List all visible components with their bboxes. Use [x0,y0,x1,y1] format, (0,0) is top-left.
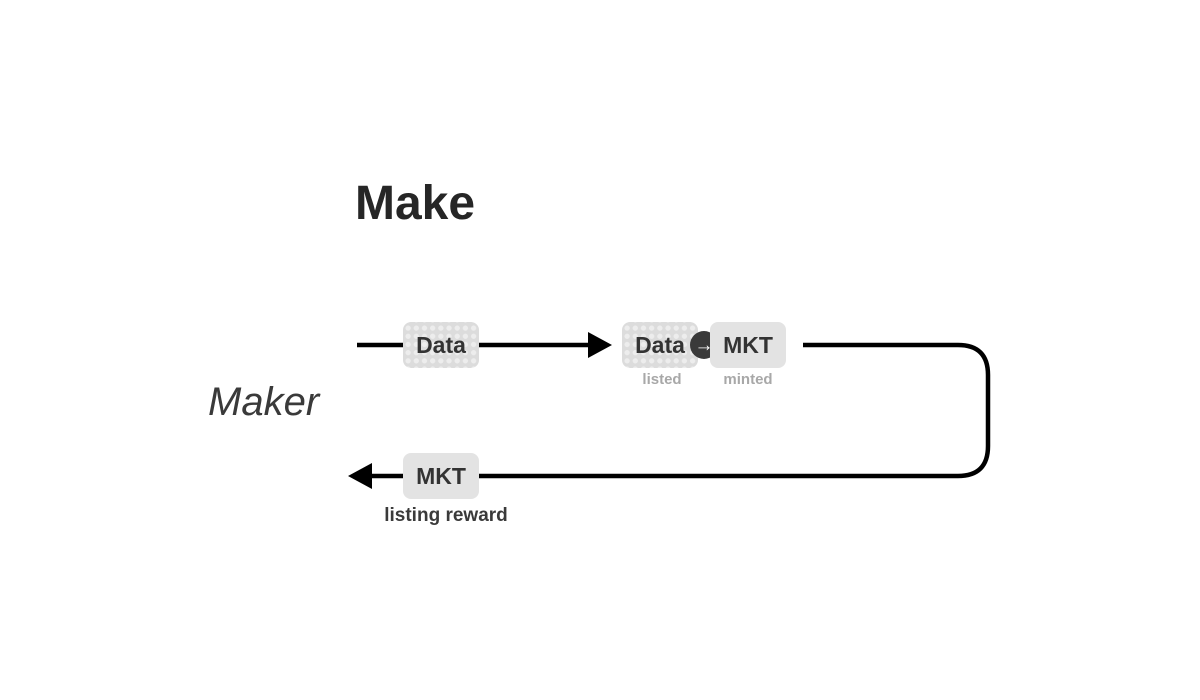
caption-listed: listed [642,371,682,388]
data-token-input: Data [403,322,479,368]
arrowhead-left [348,463,372,489]
data-token-listed: Data [622,322,698,368]
mkt-token-reward: MKT [403,453,479,499]
diagram-title: Make [355,177,476,230]
actor-label: Maker [208,380,320,424]
mkt-token-minted: MKT [710,322,786,368]
flow-return-loop [478,342,991,479]
arrowhead-right [588,332,612,358]
caption-minted: minted [723,371,773,388]
caption-listing-reward: listing reward [384,505,508,526]
